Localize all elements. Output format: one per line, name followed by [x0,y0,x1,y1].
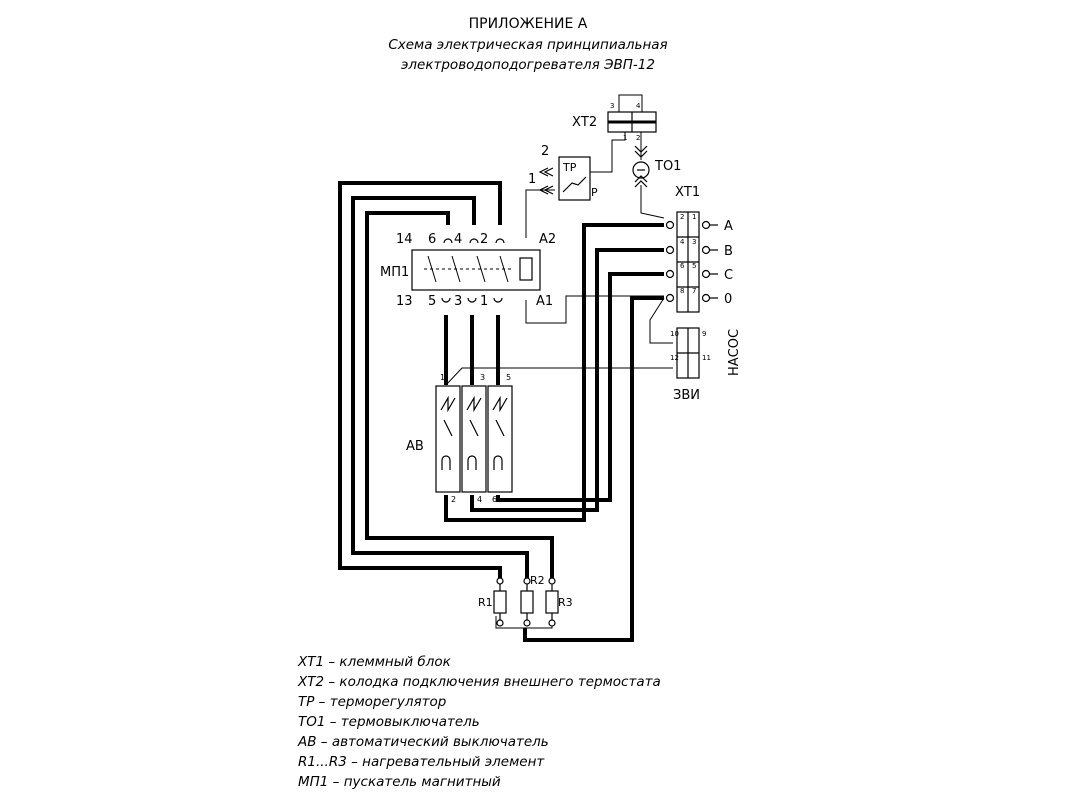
mp1-pin-5: 5 [428,294,436,309]
a1-label: А1 [536,294,553,309]
xt2-pin-4: 4 [636,102,641,110]
wire-tp-xt2 [590,132,626,173]
mp1-pin-4: 4 [454,232,462,247]
appendix-title: ПРИЛОЖЕНИЕ А [469,16,588,32]
wire-av-phase-a [444,223,664,522]
wire-a2-tp [525,189,555,238]
xt1-pin-1: 1 [692,213,696,221]
heating-elements: R1 R2 R3 [478,574,573,627]
mp1-pin-2: 2 [480,232,488,247]
mp1-pin-3: 3 [454,294,462,309]
xt1-label: ХТ1 [675,185,700,200]
mp1-label: МП1 [380,265,409,280]
xt1-pin-6: 6 [680,262,685,270]
av-pin-6: 6 [492,495,497,504]
legend: ХТ1 – клеммный блок ХТ2 – колодка подклю… [298,652,661,792]
phase-a-label: А [724,219,733,234]
r3-label: R3 [558,596,573,609]
av-label: АВ [406,439,424,454]
xt1-pin-5: 5 [692,262,696,270]
zvi-pin-11: 11 [702,354,711,362]
wire-av-phase-b [470,248,664,512]
legend-item-xt2: ХТ2 – колодка подключения внешнего термо… [298,674,661,690]
diagram-title-line2: электроводоподогревателя ЭВП-12 [401,57,655,73]
wire-av-phase-c [496,272,664,502]
av-circuit-breaker: АВ 1 3 5 2 4 6 [406,373,513,504]
wire-mp1-2 [365,211,554,578]
legend-item-av: АВ – автоматический выключатель [298,734,549,750]
mp1-pin-13: 13 [396,294,413,309]
legend-item-mp1: МП1 – пускатель магнитный [298,774,501,790]
legend-item-to1: ТО1 – термовыключатель [298,714,480,730]
tp-pin-1-label: 1 [528,172,536,187]
tp-pin-2-label: 2 [541,144,549,159]
wire-neutral-zvi [649,297,673,344]
zvi-pin-9: 9 [702,330,706,338]
power-wires [338,181,664,642]
xt1-pin-7: 7 [692,287,696,295]
tp-label: ТР [562,161,577,174]
legend-item-tp: ТР – терморегулятор [298,694,447,710]
av-pin-3: 3 [480,373,485,382]
a2-label: А2 [539,232,556,247]
av-pin-4: 4 [477,495,482,504]
wire-mp1-6 [338,181,502,578]
wire-neutral [523,296,664,642]
xt1-pin-4: 4 [680,238,685,246]
xt2-label: ХТ2 [572,115,597,130]
zvi-pin-10: 10 [670,330,679,338]
xt1-terminal-block: ХТ1 А В С 0 2 1 4 3 6 5 8 7 [665,185,733,313]
wire-a1-neutral [525,295,664,324]
av-pin-1: 1 [440,373,445,382]
tp-p-label: Р [591,186,598,199]
mp1-pin-14: 14 [396,232,413,247]
tp-thermostat: ТР Р 2 1 [528,144,598,201]
xt2-pin-3: 3 [610,102,614,110]
xt2-connector: ХТ2 3 4 1 2 [572,102,657,142]
mp1-magnetic-starter: МП1 А2 А1 14 6 4 2 13 5 3 1 [380,232,556,309]
neutral-label: 0 [724,292,732,307]
phase-b-label: В [724,244,733,259]
legend-item-r1-r3: R1...R3 – нагревательный элемент [298,754,545,770]
av-pin-5: 5 [506,373,511,382]
zvi-pump-connector: ЗВИ НАСОС 10 9 12 11 [670,327,742,403]
zvi-label: ЗВИ [673,388,700,403]
xt1-pin-2: 2 [680,213,684,221]
zvi-pin-12: 12 [670,354,679,362]
wire-to1-xt1 [640,185,665,219]
mp1-pin-1: 1 [480,294,488,309]
r1-label: R1 [478,596,493,609]
mp1-pin-6: 6 [428,232,436,247]
r2-label: R2 [530,574,545,587]
wire-xt2-jumper [618,94,643,112]
nasos-label: НАСОС [727,329,742,376]
to1-thermal-switch: ТО1 [632,132,681,188]
to1-label: ТО1 [654,159,681,174]
diagram-title-line1: Схема электрическая принципиальная [388,37,667,53]
legend-item-xt1: ХТ1 – клеммный блок [298,654,451,670]
av-pin-2: 2 [451,495,456,504]
xt1-pin-3: 3 [692,238,696,246]
wire-mp1-4 [351,196,529,578]
xt2-pin-2: 2 [636,134,640,142]
xt2-pin-1: 1 [623,134,627,142]
wire-av-zvi [445,367,673,386]
xt1-pin-8: 8 [680,287,684,295]
phase-c-label: С [724,268,733,283]
